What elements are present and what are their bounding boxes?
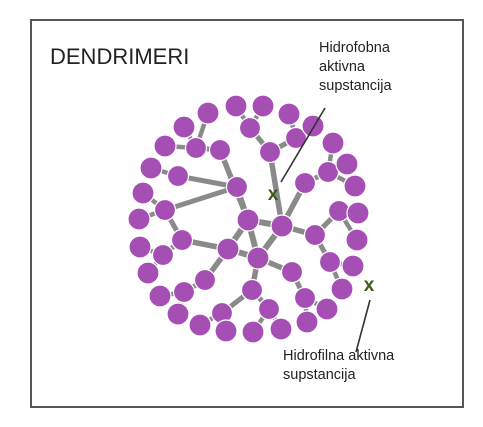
terminal-node xyxy=(149,285,171,307)
branch-node xyxy=(305,225,326,246)
terminal-node xyxy=(215,320,237,342)
terminal-node xyxy=(154,135,176,157)
branch-node xyxy=(242,280,263,301)
hydrophilic-marker-x: x xyxy=(364,275,375,296)
branch-node xyxy=(227,177,248,198)
terminal-node xyxy=(270,318,292,340)
branch-node xyxy=(174,282,195,303)
branch-node xyxy=(210,140,231,161)
branch-node xyxy=(295,288,316,309)
terminal-node xyxy=(242,321,264,343)
terminal-node xyxy=(296,311,318,333)
terminal-node xyxy=(173,116,195,138)
core-node xyxy=(247,247,269,269)
branch-node xyxy=(240,118,261,139)
terminal-node xyxy=(342,255,364,277)
branch-node xyxy=(259,299,280,320)
terminal-node xyxy=(278,103,300,125)
branch-node xyxy=(155,200,176,221)
branch-node xyxy=(195,270,216,291)
core-node xyxy=(237,209,259,231)
terminal-node xyxy=(137,262,159,284)
terminal-node xyxy=(128,208,150,230)
branch-node xyxy=(186,138,207,159)
terminal-node xyxy=(197,102,219,124)
dendrimer-nodes xyxy=(128,95,369,343)
hydrophobic-marker-x: x xyxy=(268,184,279,205)
terminal-node xyxy=(331,278,353,300)
terminal-node xyxy=(316,298,338,320)
terminal-node xyxy=(225,95,247,117)
terminal-node xyxy=(346,229,368,251)
terminal-node xyxy=(129,236,151,258)
terminal-node xyxy=(302,115,324,137)
bond-line xyxy=(165,187,237,210)
branch-node xyxy=(295,173,316,194)
terminal-node xyxy=(140,157,162,179)
core-node xyxy=(271,215,293,237)
terminal-node xyxy=(167,303,189,325)
terminal-node xyxy=(347,202,369,224)
terminal-node xyxy=(322,132,344,154)
terminal-node xyxy=(132,182,154,204)
core-node xyxy=(217,238,239,260)
branch-node xyxy=(329,201,350,222)
branch-node xyxy=(260,142,281,163)
branch-node xyxy=(320,252,341,273)
branch-node xyxy=(172,230,193,251)
branch-node xyxy=(153,245,174,266)
terminal-node xyxy=(344,175,366,197)
branch-node xyxy=(168,166,189,187)
hydrophilic-pointer-line xyxy=(356,300,370,352)
terminal-node xyxy=(252,95,274,117)
terminal-node xyxy=(189,314,211,336)
branch-node xyxy=(282,262,303,283)
branch-node xyxy=(318,162,339,183)
terminal-node xyxy=(336,153,358,175)
